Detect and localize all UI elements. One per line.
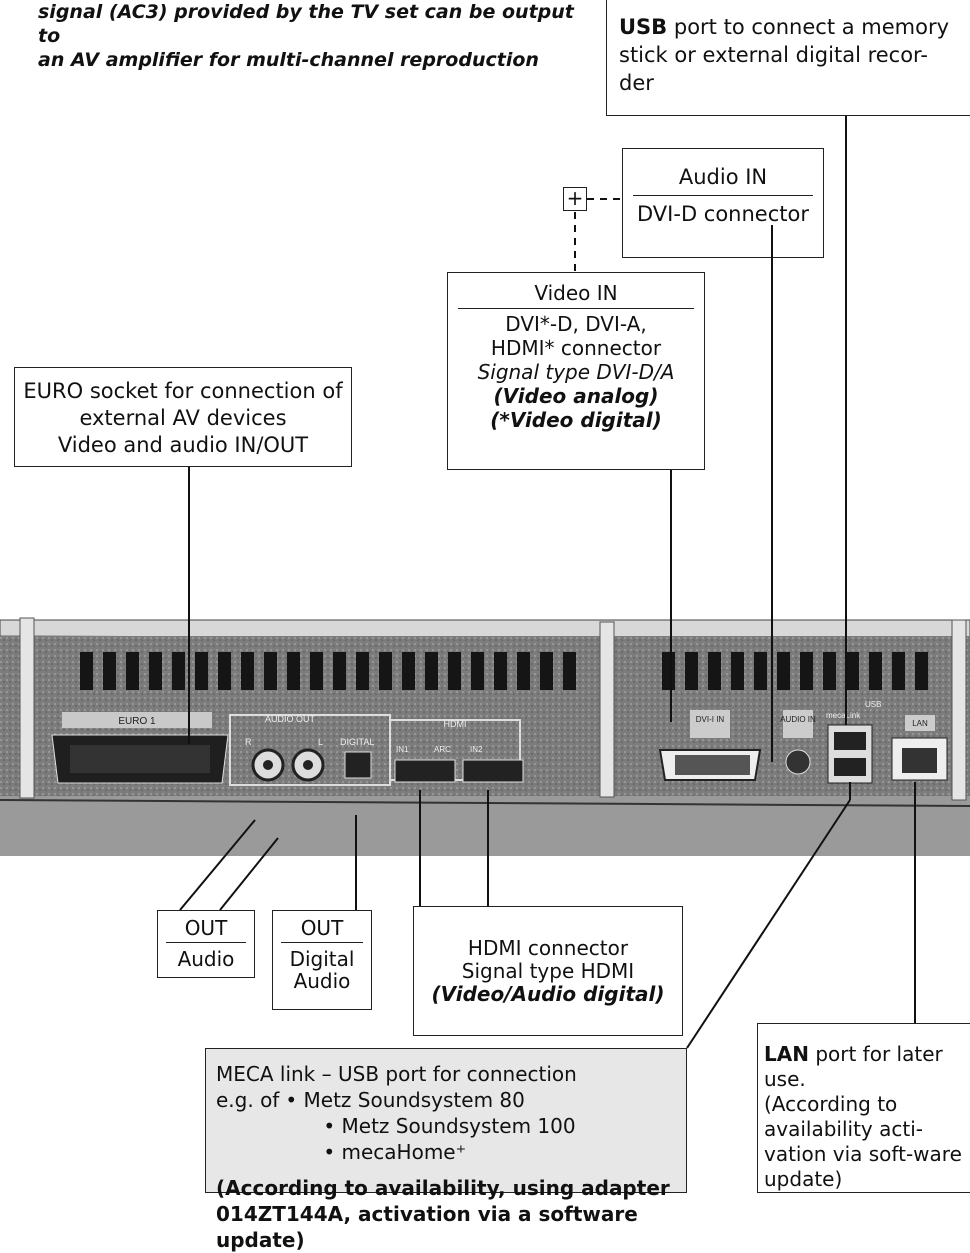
panel-label-in1: IN1 (396, 745, 409, 754)
audio-in-divider (633, 195, 813, 196)
out-audio-callout: OUT Audio (157, 910, 255, 978)
hdmi-line3: (Video/Audio digital) (414, 983, 682, 1006)
panel-label-digital: DIGITAL (340, 737, 374, 747)
panel-label-audio-out: AUDIO OUT (265, 714, 316, 724)
video-in-line5: (*Video digital) (448, 408, 704, 432)
panel-label-hdmi: HDMI (444, 719, 467, 729)
video-in-line2: HDMI* connector (448, 336, 704, 360)
top-note-line1: signal (AC3) provided by the TV set can … (38, 0, 598, 48)
panel-label-in2: IN2 (470, 745, 483, 754)
meca-link-callout: MECA link – USB port for connection e.g.… (205, 1048, 687, 1193)
usb-label: USB (619, 15, 667, 39)
out-digital-audio-callout: OUT Digital Audio (272, 910, 372, 1010)
lan-port-callout: LAN port for later use. (According to av… (757, 1023, 970, 1193)
meca-device-item: • Metz Soundsystem 100 (323, 1113, 575, 1139)
top-note: signal (AC3) provided by the TV set can … (38, 0, 598, 72)
usb-port-callout: USB port to connect a memory stick or ex… (606, 0, 970, 116)
audio-in-title: Audio IN (623, 149, 823, 189)
out-audio-bottom: Audio (158, 948, 254, 970)
panel-label-arc: ARC (434, 745, 451, 754)
audio-in-callout: Audio IN DVI-D connector (622, 148, 824, 258)
meca-device-item: • mecaHome⁺ (323, 1139, 575, 1165)
meca-line1: MECA link – USB port for connection (216, 1061, 680, 1087)
video-in-line4: (Video analog) (448, 384, 704, 408)
out-audio-divider (166, 942, 246, 943)
out-digital-bottom1: Digital (273, 948, 371, 970)
video-in-title: Video IN (448, 281, 704, 305)
out-digital-divider (281, 942, 363, 943)
hdmi-line2: Signal type HDMI (414, 960, 682, 983)
meca-device-item: • Metz Soundsystem 80 (285, 1087, 575, 1113)
meca-lead: e.g. of (216, 1087, 279, 1165)
meca-note: (According to availability, using adapte… (216, 1175, 680, 1253)
hdmi-line1: HDMI connector (414, 937, 682, 960)
usb-description: port to connect a memory stick or extern… (619, 15, 949, 95)
panel-label-audio-in: AUDIO IN (780, 715, 816, 724)
lan-text2: (According to availability acti-vation v… (764, 1092, 970, 1192)
panel-label-r: R (245, 737, 252, 747)
lan-label: LAN (764, 1042, 809, 1066)
panel-label-lan: LAN (912, 719, 928, 728)
out-audio-top: OUT (158, 917, 254, 939)
panel-label-l: L (318, 737, 323, 747)
video-in-line3: Signal type DVI-D/A (448, 360, 704, 384)
panel-label-usb: USB (865, 700, 881, 709)
panel-label-dvi: DVI-I IN (696, 715, 725, 724)
plus-symbol: + (563, 187, 587, 211)
panel-label-mecalink: mecaLink (826, 711, 861, 720)
panel-label-euro: EURO 1 (118, 716, 156, 727)
video-in-line1: DVI*-D, DVI-A, (448, 312, 704, 336)
euro-line1: EURO socket for connection of (15, 378, 351, 405)
euro-line2: external AV devices (15, 405, 351, 432)
euro-line3: Video and audio IN/OUT (15, 432, 351, 459)
meca-device-list: • Metz Soundsystem 80 • Metz Soundsystem… (285, 1087, 575, 1165)
euro-socket-callout: EURO socket for connection of external A… (14, 367, 352, 467)
out-digital-bottom2: Audio (273, 970, 371, 992)
video-in-divider (458, 308, 694, 309)
out-digital-top: OUT (273, 917, 371, 939)
video-in-callout: Video IN DVI*-D, DVI-A, HDMI* connector … (447, 272, 705, 470)
hdmi-callout: HDMI connector Signal type HDMI (Video/A… (413, 906, 683, 1036)
top-note-line2: an AV amplifier for multi-channel reprod… (38, 48, 598, 72)
tv-connector-panel: EURO 1 AUDIO OUT R L DIGITAL HDMI IN1 AR… (0, 600, 970, 900)
audio-in-connector: DVI-D connector (623, 202, 823, 226)
